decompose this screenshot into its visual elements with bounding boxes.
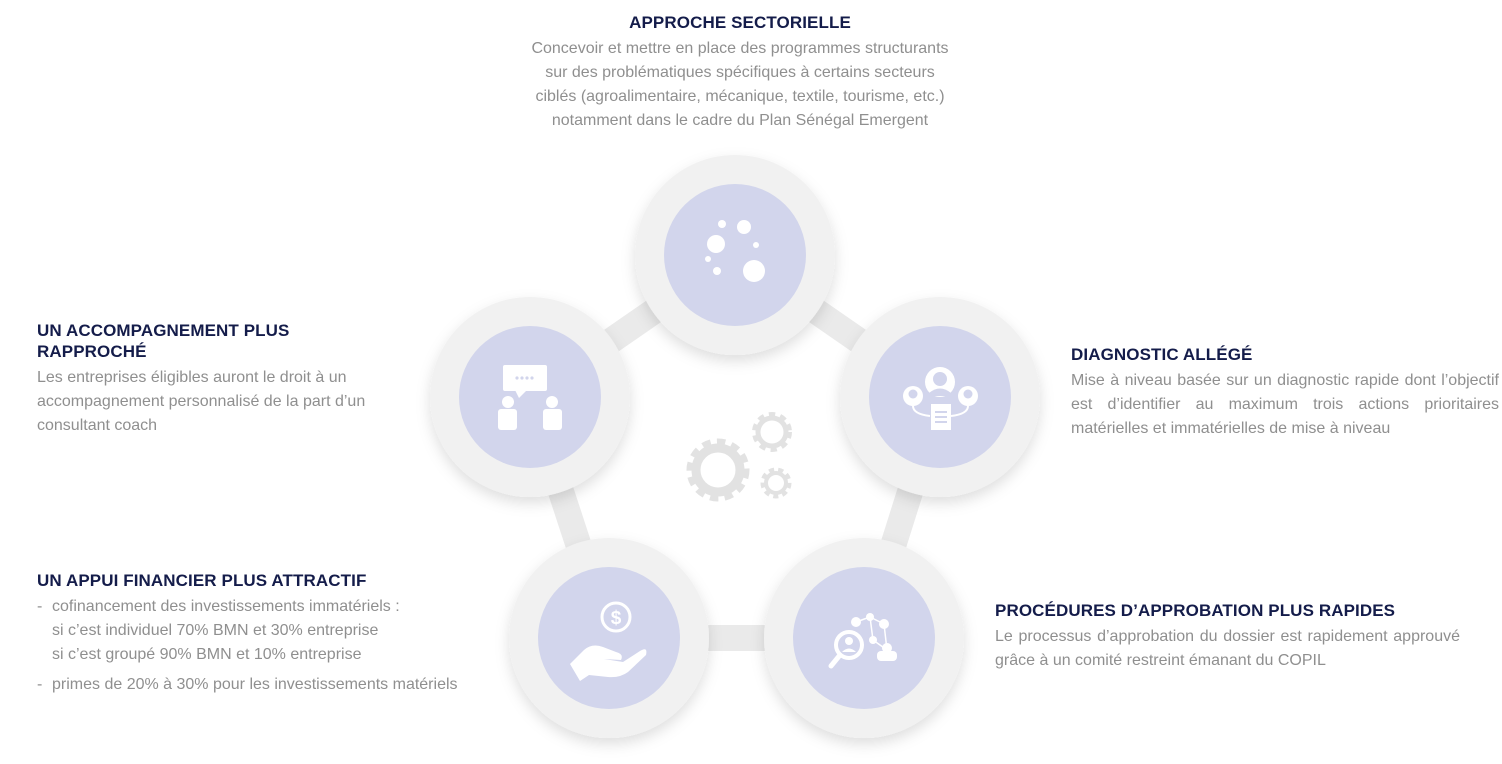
section-right-bottom-title: PROCÉDURES D’APPROBATION PLUS RAPIDES — [995, 601, 1396, 620]
section-right-top-description: Mise à niveau basée sur un diagnostic ra… — [1071, 372, 1499, 437]
section-right-bottom: PROCÉDURES D’APPROBATION PLUS RAPIDES Le… — [995, 600, 1460, 673]
node-right-top — [840, 297, 1040, 497]
money-hand-icon: $ — [570, 601, 647, 681]
consultation-icon — [498, 365, 562, 430]
section-right-top: DIAGNOSTIC ALLÉGÉ Mise à niveau basée su… — [1071, 344, 1499, 441]
section-left-top-title: UN ACCOMPAGNEMENT PLUS RAPPROCHÉ — [37, 320, 407, 362]
section-left-top: UN ACCOMPAGNEMENT PLUS RAPPROCHÉ Les ent… — [37, 320, 407, 438]
node-left-bottom: $ — [509, 538, 709, 738]
section-top-description: Concevoir et mettre en place des program… — [466, 37, 1014, 133]
list-subitem: si c’est individuel 70% BMN et 30% entre… — [52, 622, 379, 639]
list-item-text: cofinancement des investissements immaté… — [52, 598, 400, 615]
node-left-top — [430, 297, 630, 497]
svg-text:$: $ — [611, 608, 622, 629]
section-top-title: APPROCHE SECTORIELLE — [629, 13, 851, 32]
section-top: APPROCHE SECTORIELLE Concevoir et mettre… — [466, 12, 1014, 133]
list-item: primes de 20% à 30% pour les investissem… — [37, 673, 497, 697]
bubbles-icon — [705, 220, 765, 282]
section-top-line: notamment dans le cadre du Plan Sénégal … — [551, 112, 929, 129]
section-left-top-title-line1: UN ACCOMPAGNEMENT PLUS — [37, 321, 290, 340]
list-subitem: si c’est groupé 90% BMN et 10% entrepris… — [52, 646, 362, 663]
section-left-bottom-title: UN APPUI FINANCIER PLUS ATTRACTIF — [37, 571, 367, 590]
section-top-line: Concevoir et mettre en place des program… — [531, 40, 949, 57]
node-right-bottom — [764, 538, 964, 738]
list-item: cofinancement des investissements immaté… — [37, 595, 497, 619]
section-top-line: sur des problématiques spécifiques à cer… — [545, 64, 935, 81]
section-right-top-title: DIAGNOSTIC ALLÉGÉ — [1071, 345, 1253, 364]
list-item-text: primes de 20% à 30% pour les investissem… — [52, 676, 458, 693]
search-network-icon — [828, 613, 897, 669]
node-top — [635, 155, 835, 355]
section-left-bottom: UN APPUI FINANCIER PLUS ATTRACTIF cofina… — [37, 570, 497, 697]
section-right-bottom-description: Le processus d’approbation du dossier es… — [995, 628, 1460, 669]
section-top-line: ciblés (agroalimentaire, mécanique, text… — [535, 88, 945, 105]
section-left-top-title-line2: RAPPROCHÉ — [37, 342, 147, 361]
section-left-top-description: Les entreprises éligibles auront le droi… — [37, 369, 366, 434]
gears-icon — [686, 412, 792, 502]
team-document-icon — [903, 367, 978, 430]
section-left-bottom-list: cofinancement des investissements immaté… — [37, 595, 497, 697]
